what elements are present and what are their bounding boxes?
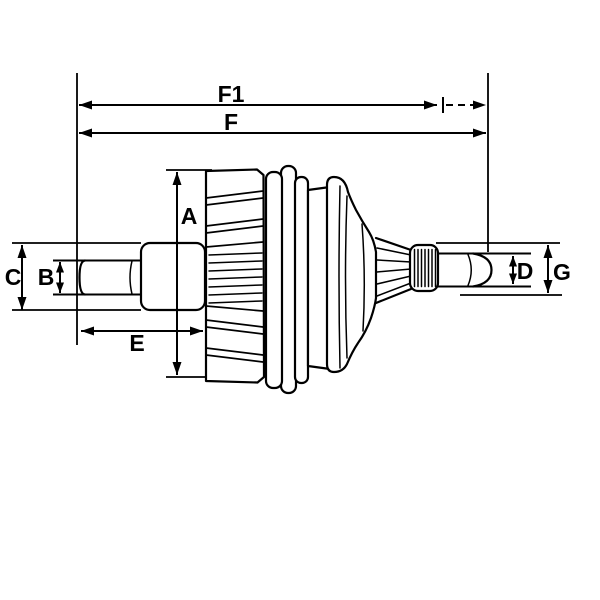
cone-bottom-edge <box>374 287 413 305</box>
dimension-b: B <box>38 262 64 293</box>
shaft-end-cap <box>78 259 87 296</box>
arrowhead-right <box>190 326 203 336</box>
gear-tooth-line <box>205 305 264 312</box>
gear-tooth-line <box>205 319 264 328</box>
arrowhead-dashed-right <box>473 100 486 110</box>
gear-tooth-line <box>205 347 264 356</box>
collar-body <box>139 241 207 312</box>
dim-label-f1: F1 <box>218 81 245 107</box>
dimension-f: F <box>79 109 486 138</box>
dimension-g: G <box>543 245 571 293</box>
gear-tooth-line <box>205 354 264 363</box>
arrowhead-down <box>17 297 27 310</box>
cone-spline-line <box>376 268 412 273</box>
gear-face-line <box>208 284 263 288</box>
arrowhead-up <box>172 172 182 185</box>
dimension-c: C <box>5 245 27 310</box>
gear-face-line <box>208 260 263 264</box>
cone-top-edge <box>374 236 413 252</box>
housing-face-line <box>338 185 341 369</box>
spline-band <box>408 243 440 293</box>
gear-tooth-line <box>205 326 264 335</box>
dim-label-f: F <box>224 109 238 135</box>
dim-label-a: A <box>181 203 198 229</box>
pinion-gear <box>204 168 266 384</box>
left-shaft <box>53 259 140 296</box>
arrowhead-left <box>79 100 92 110</box>
arrowhead-up <box>17 245 27 258</box>
cone-spline-line <box>376 259 412 263</box>
gear-tooth-line <box>205 218 264 227</box>
dim-label-c: C <box>5 264 22 290</box>
shaft-chamfer <box>129 260 133 295</box>
arrowhead-down <box>543 280 553 293</box>
arrowhead-right <box>424 100 437 110</box>
shaft-end-cap <box>471 252 493 288</box>
arrowhead-down <box>172 362 182 375</box>
dim-label-d: D <box>517 258 534 284</box>
gear-face-line <box>208 276 263 280</box>
right-shaft <box>438 252 531 288</box>
arrowhead-up <box>543 245 553 258</box>
gear-face-line <box>208 252 263 256</box>
housing-bell <box>325 175 378 374</box>
dimension-d: D <box>509 256 533 284</box>
arrowhead-left <box>81 326 94 336</box>
cone-spline-line <box>376 275 412 285</box>
arrowhead-down <box>509 273 517 284</box>
gear-face-line <box>208 300 263 304</box>
dimension-a: A <box>172 172 198 375</box>
clutch-housing <box>306 175 378 374</box>
arrowhead-right <box>473 128 486 138</box>
ring <box>279 164 298 395</box>
spline-band-body <box>408 243 440 293</box>
shaft-chamfer <box>467 253 472 287</box>
arrowhead-up <box>56 262 64 273</box>
dimension-f1: F1 <box>79 81 486 113</box>
washer-ring-stack <box>264 164 310 395</box>
gear-tooth-line <box>205 225 264 234</box>
arrowhead-down <box>56 282 64 293</box>
housing-face-line <box>344 195 348 359</box>
housing-face-line <box>361 223 366 332</box>
cone-spline-line <box>376 282 412 297</box>
dimension-e: E <box>81 326 203 356</box>
gear-tooth-line <box>205 197 264 206</box>
dim-label-g: G <box>553 259 571 285</box>
gear-face-line <box>208 292 263 296</box>
ring <box>293 175 310 385</box>
thrust-collar <box>139 241 207 312</box>
arrowhead-left <box>79 128 92 138</box>
extension-lines <box>12 73 562 378</box>
ring <box>264 170 284 390</box>
gear-face-line <box>208 268 263 272</box>
dim-label-e: E <box>129 330 144 356</box>
cone-spline-line <box>376 247 412 256</box>
gear-tooth-line <box>205 241 264 248</box>
arrowhead-up <box>509 256 517 267</box>
spline-cone <box>374 236 413 305</box>
dim-label-b: B <box>38 264 55 290</box>
gear-tooth-line <box>205 190 264 199</box>
